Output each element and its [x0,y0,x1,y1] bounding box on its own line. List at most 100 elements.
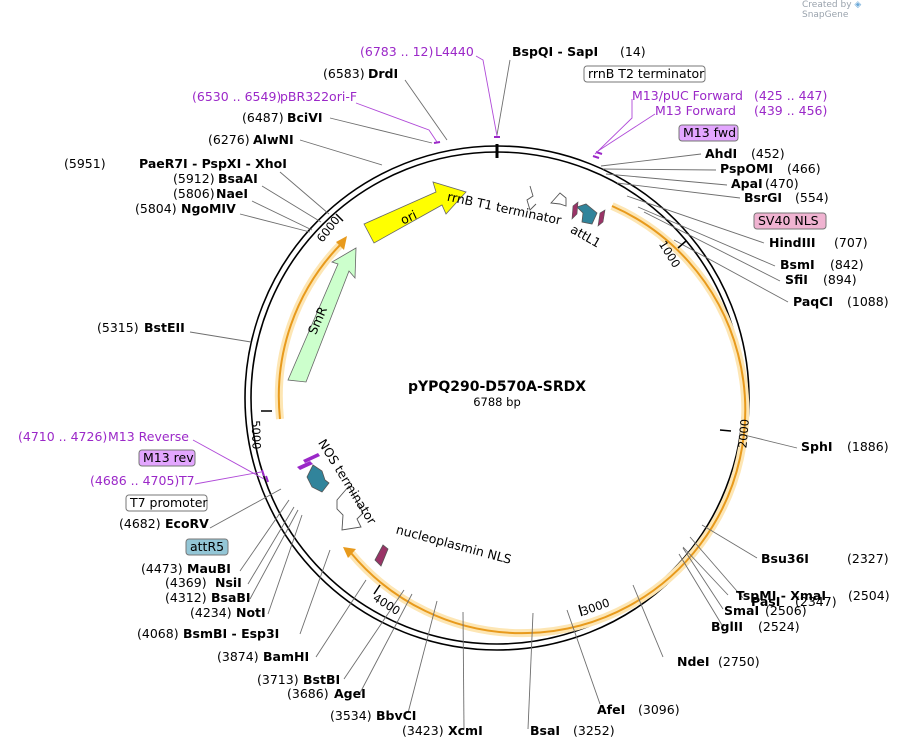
site-position: (2750) [718,654,760,669]
primer-range: (6530 .. 6549) [192,89,281,104]
site-leader-line [566,609,601,705]
primer-leader-line [194,471,262,485]
site-position: (3686) [287,686,329,701]
primer-leader-line [355,102,438,143]
site-leader-line [247,506,295,585]
site-position: (466) [787,161,821,176]
orf-arc-left [274,236,347,420]
site-leader-line [299,139,383,166]
site-name: BsmBI - Esp3I [183,626,279,641]
smr-arrow [287,247,357,383]
nucleoplasmin-nls-arrow [374,544,389,567]
site-leader-line [616,182,741,199]
site-name: AhdI [705,146,737,161]
site-leader-line [249,509,299,600]
site-name: BglII [711,619,743,634]
primer-range: (4710 .. 4726) [18,429,107,444]
site-position: (4068) [137,626,179,641]
sv40-nls-label: SV40 NLS [758,213,819,228]
sv40-nls-mark [571,201,579,220]
site-name: NdeI [677,654,710,669]
primer-name: L4440 [435,44,474,59]
site-leader-line [701,524,758,559]
site-name: Bsu36I [761,551,809,566]
site-leader-line [496,59,511,136]
site-leader-line [527,612,534,730]
site-position: (894) [823,272,857,287]
rrnb-t2-arrow [550,192,567,207]
primer-leader-line [597,113,656,152]
site-name: BstEII [144,320,185,335]
site-leader-line [299,549,331,635]
snapgene-logo-icon: ◈ [854,0,862,10]
site-name: PspOMI [720,161,773,176]
site-name: BbvCI [376,708,416,723]
site-position: (3096) [638,702,680,717]
site-name: BstBI [303,672,340,687]
site-leader-line [605,173,728,186]
primer-range: (439 .. 456) [754,103,827,118]
site-leader-line [678,553,723,626]
nucleoplasmin-nls-label: nucleoplasmin NLS [394,522,513,567]
site-leader-line [632,584,664,658]
site-leader-line [261,185,322,223]
site-position: (5951) [64,156,106,171]
site-position: (842) [830,257,864,272]
primer-range: (4686 .. 4705) [90,473,179,488]
site-position: (2327) [847,551,889,566]
site-name: BsaBI [211,590,251,605]
site-position: (452) [751,146,785,161]
primer-name: T7 [178,473,195,488]
rrnb-t1-label: rrnB T1 terminator [446,189,564,228]
site-name: NgoMIV [181,201,236,216]
site-name: BsrGI [744,190,782,205]
plasmid-length: 6788 bp [473,395,521,409]
m13-fwd-label: M13 fwd [683,125,736,140]
site-position: (6583) [323,66,365,81]
site-name: BsmI [780,257,815,272]
site-leader-line [739,433,798,449]
site-position: (2506) [765,603,807,618]
m13-fwd-box: M13 fwd [678,124,739,142]
attl1-nls-mark [597,209,606,227]
site-position: (3534) [330,708,372,723]
rrnb-t2-label: rrnB T2 terminator [588,66,705,81]
site-position: (707) [834,235,868,250]
site-leader-line [673,239,789,303]
attr5-box: attR5 [185,538,229,556]
site-position: (4312) [165,590,207,605]
site-name: BspQI - SapI [512,44,598,59]
site-name: NotI [236,605,266,620]
credit-created-by: Created by [802,0,852,10]
site-name: SphI [801,439,833,454]
primer-name: M13 Forward [655,103,736,118]
site-leader-line [643,211,781,282]
site-leader-line [407,600,438,714]
site-position: (554) [795,190,829,205]
rrnb-t1-arrow [526,185,537,211]
attr5-arrow [306,464,330,493]
ori-label: ori [398,207,419,227]
t7-promoter-label: T7 promoter [129,495,208,510]
site-name: AfeI [597,702,625,717]
site-position: (5806) [173,186,215,201]
plasmid-name: pYPQ290-D570A-SRDX [408,379,586,395]
site-leader-line [239,213,311,233]
m13-rev-primer-mark [303,453,320,463]
primer-range: (425 .. 447) [754,88,827,103]
credit-brand: SnapGene [802,10,849,20]
site-leader-line [267,514,303,615]
m13-rev-box: M13 rev [138,449,196,467]
primer-leader-line [475,55,498,137]
site-name: SmaI [724,603,759,618]
site-leader-line [682,546,729,596]
site-name: AgeI [334,686,366,701]
attr5-label: attR5 [190,539,224,554]
site-name: NaeI [216,186,248,201]
site-position: (4234) [190,605,232,620]
site-position: (470) [765,176,799,191]
site-position: (6487) [242,110,284,125]
site-leader-line [251,200,313,231]
site-name: HindIII [769,235,816,250]
